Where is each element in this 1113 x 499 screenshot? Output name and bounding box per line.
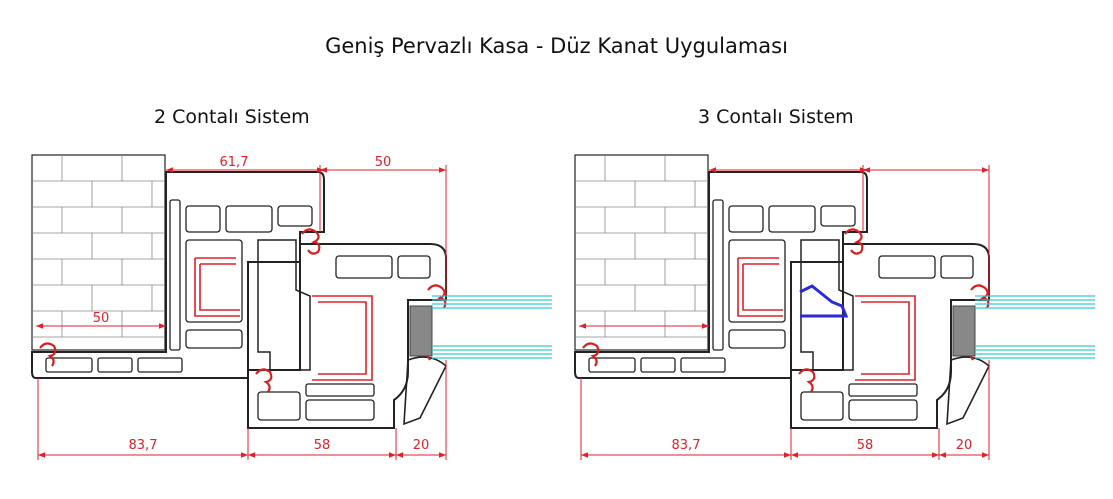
page-title: Geniş Pervazlı Kasa - Düz Kanat Uygulama… bbox=[325, 34, 788, 58]
dim-left-bottom-83-7: 83,7 bbox=[129, 438, 158, 453]
system-right-drawing bbox=[573, 154, 1097, 430]
dim-right-bottom-58: 58 bbox=[857, 438, 874, 453]
system-title-3-gasket: 3 Contalı Sistem bbox=[698, 106, 854, 128]
system-left-drawing bbox=[30, 154, 554, 430]
dim-left-top-50: 50 bbox=[375, 155, 392, 170]
system-title-2-gasket: 2 Contalı Sistem bbox=[154, 106, 310, 128]
middle-gasket bbox=[799, 284, 849, 318]
dim-left-top-61-7: 61,7 bbox=[220, 155, 249, 170]
dim-left-wall-50: 50 bbox=[93, 311, 110, 326]
wall-bricks-right bbox=[574, 154, 709, 351]
dim-right-bottom-20: 20 bbox=[956, 438, 973, 453]
dim-right-bottom-83-7: 83,7 bbox=[672, 438, 701, 453]
dim-left-bottom-58: 58 bbox=[314, 438, 331, 453]
dim-left-bottom-20: 20 bbox=[413, 438, 430, 453]
